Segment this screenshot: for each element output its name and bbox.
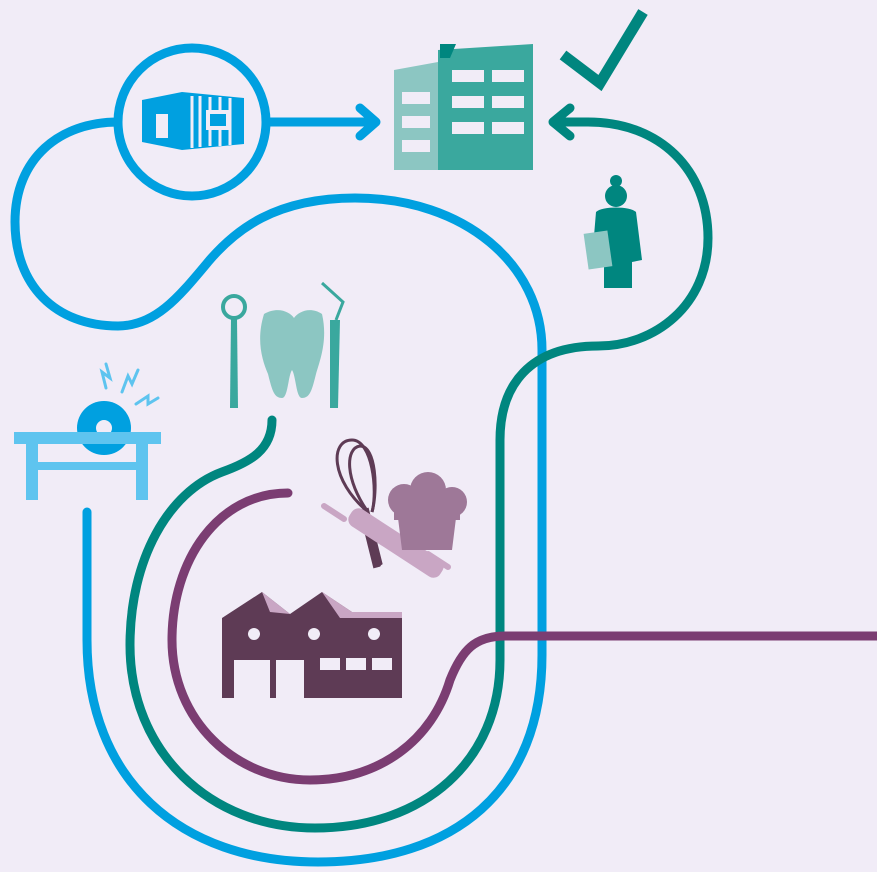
- shipping-container-icon: [142, 92, 244, 150]
- dental-mirror-icon: [221, 294, 247, 408]
- dental-probe-icon: [320, 281, 345, 408]
- blue-arrowhead: [355, 103, 381, 141]
- teal-path-line: [125, 117, 713, 833]
- plum-path: [167, 488, 877, 785]
- teal-arrowhead: [548, 103, 575, 141]
- tooth-icon: [260, 310, 325, 398]
- blue-path: [10, 43, 547, 867]
- office-building-icon: [394, 44, 533, 170]
- table-saw-icon: [14, 362, 161, 500]
- blue-path-line: [10, 117, 547, 867]
- checkmark-icon: [559, 9, 648, 92]
- teal-path: [125, 103, 713, 833]
- factory-icon: [222, 592, 402, 698]
- chef-hat-icon: [388, 472, 467, 550]
- plum-path-line: [167, 488, 877, 785]
- rolling-pin-icon: [321, 503, 451, 578]
- businesswoman-icon: [583, 175, 642, 288]
